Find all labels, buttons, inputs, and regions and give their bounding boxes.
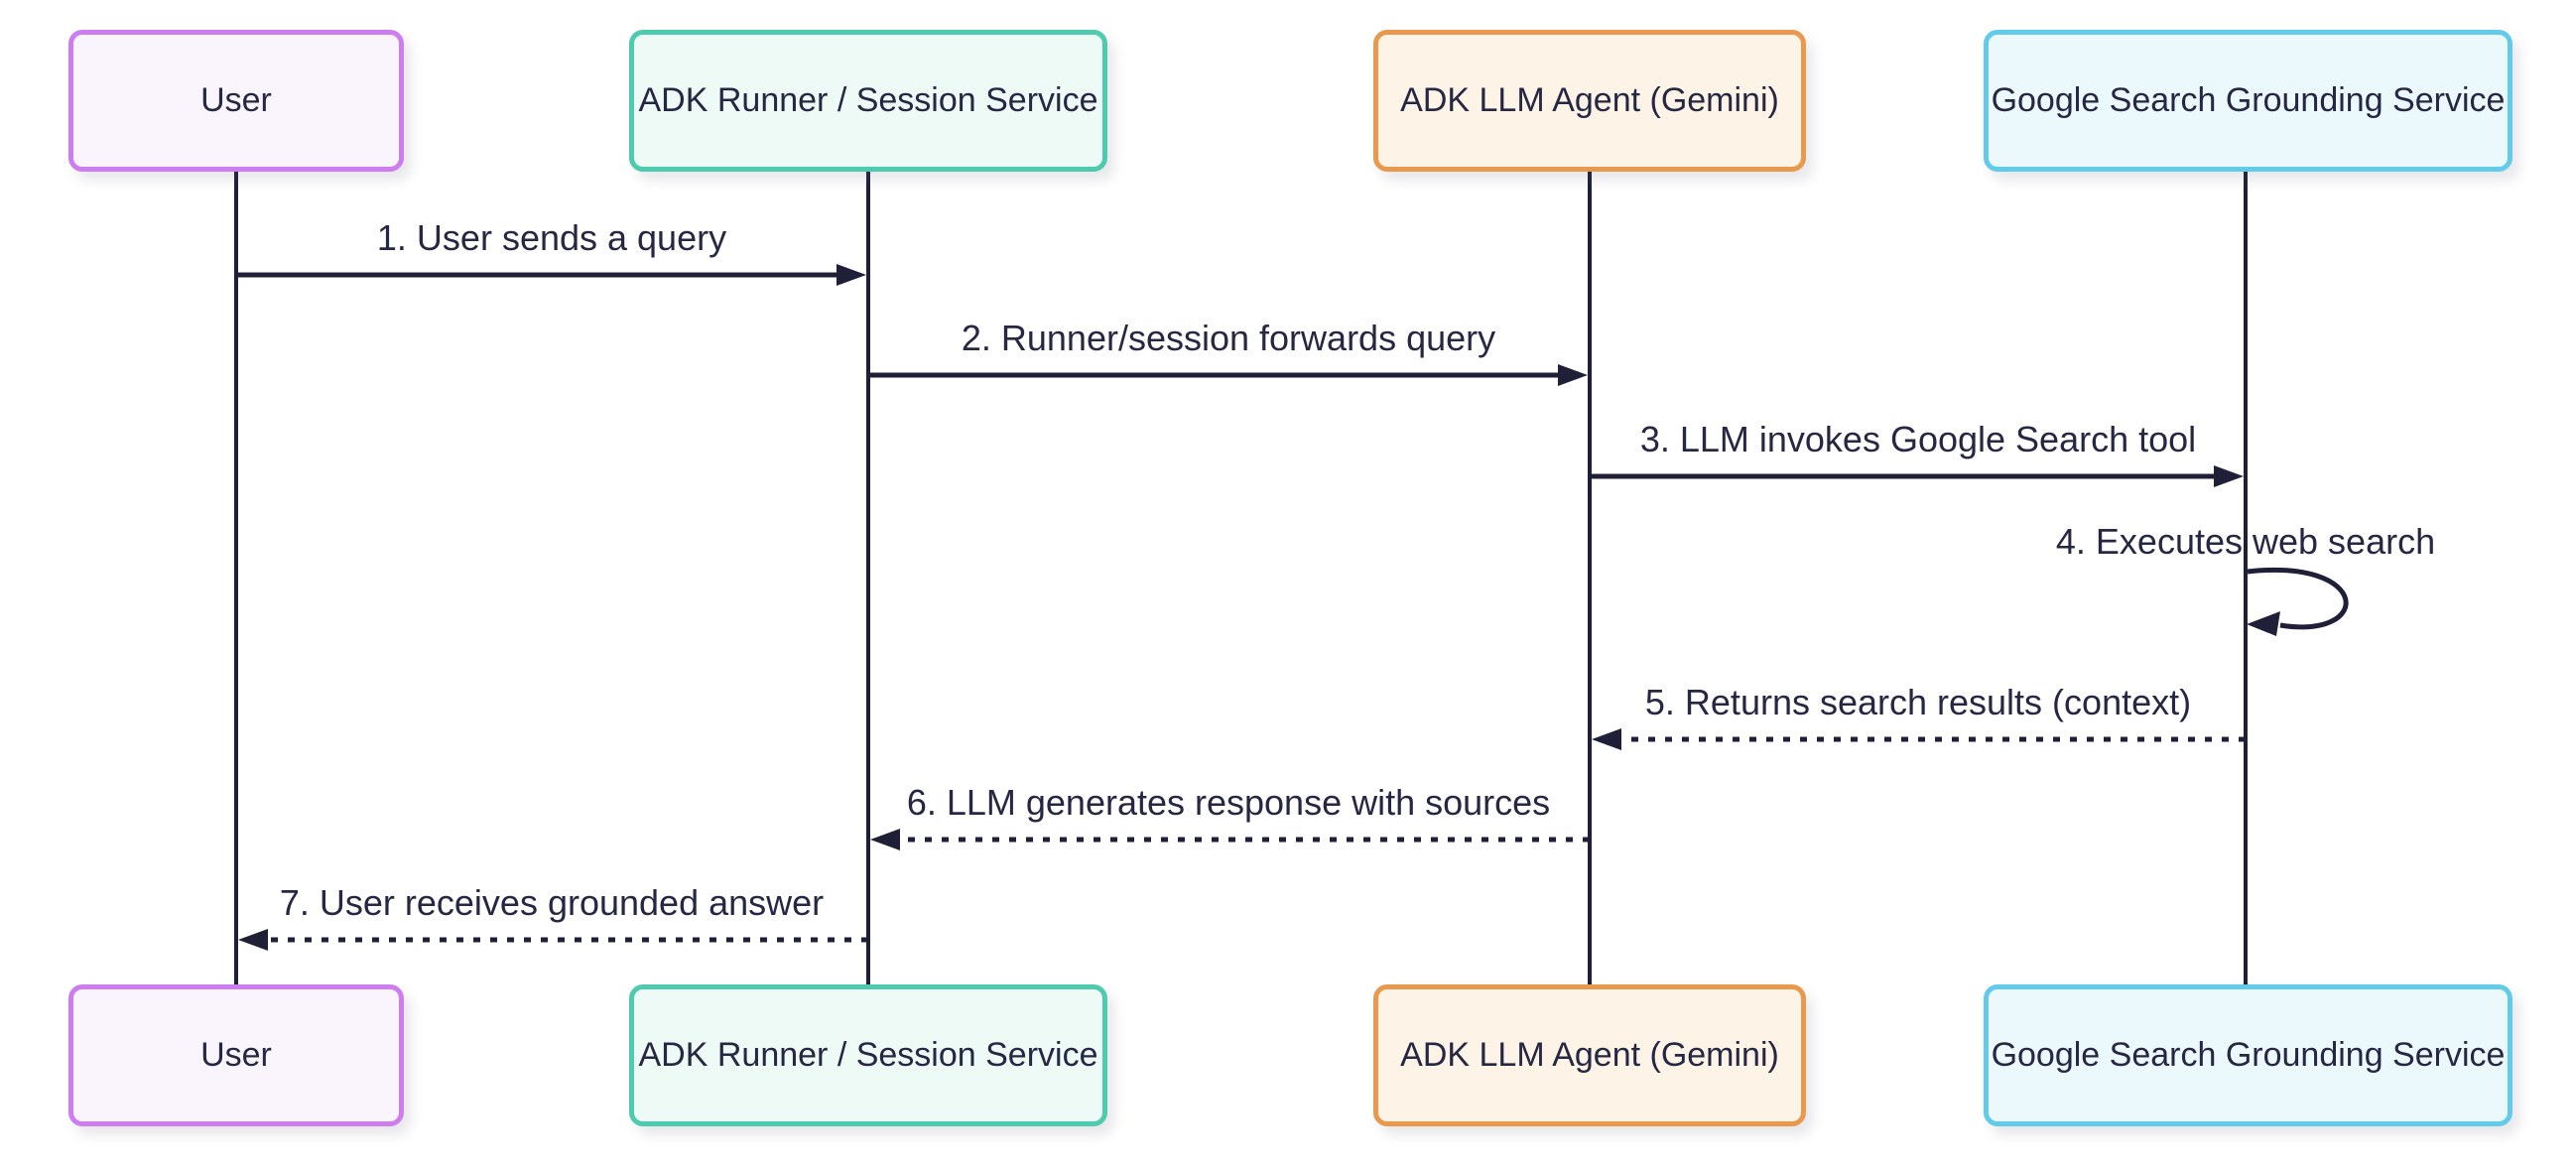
message-6-label: 6. LLM generates response with sources xyxy=(906,782,1551,823)
message-4-self-loop-line xyxy=(2247,568,2349,630)
actor-box-runner-bottom: ADK Runner / Session Service xyxy=(629,984,1107,1126)
message-4-label: 4. Executes web search xyxy=(2055,521,2436,562)
message-1-label: 1. User sends a query xyxy=(376,217,727,258)
message-5-label: 5. Returns search results (context) xyxy=(1644,682,2192,722)
message-3-label: 3. LLM invokes Google Search tool xyxy=(1639,419,2197,459)
message-6-arrowhead-icon xyxy=(870,829,900,850)
actor-box-user-top: User xyxy=(68,30,404,172)
actor-box-llm-bottom: ADK LLM Agent (Gemini) xyxy=(1373,984,1806,1126)
message-5-arrowhead-icon xyxy=(1592,728,1621,750)
actor-box-llm-top: ADK LLM Agent (Gemini) xyxy=(1373,30,1806,172)
message-3-arrowhead-icon xyxy=(2214,465,2244,487)
message-7-label: 7. User receives grounded answer xyxy=(279,882,825,923)
message-2-label: 2. Runner/session forwards query xyxy=(961,318,1496,358)
actor-box-runner-top: ADK Runner / Session Service xyxy=(629,30,1107,172)
message-2-arrowhead-icon xyxy=(1558,364,1588,386)
actor-box-google-top: Google Search Grounding Service xyxy=(1984,30,2512,172)
actor-box-google-bottom: Google Search Grounding Service xyxy=(1984,984,2512,1126)
message-1-arrowhead-icon xyxy=(837,264,866,286)
message-4-arrowhead-icon xyxy=(2247,611,2280,636)
message-7-arrowhead-icon xyxy=(238,929,268,951)
actor-box-user-bottom: User xyxy=(68,984,404,1126)
